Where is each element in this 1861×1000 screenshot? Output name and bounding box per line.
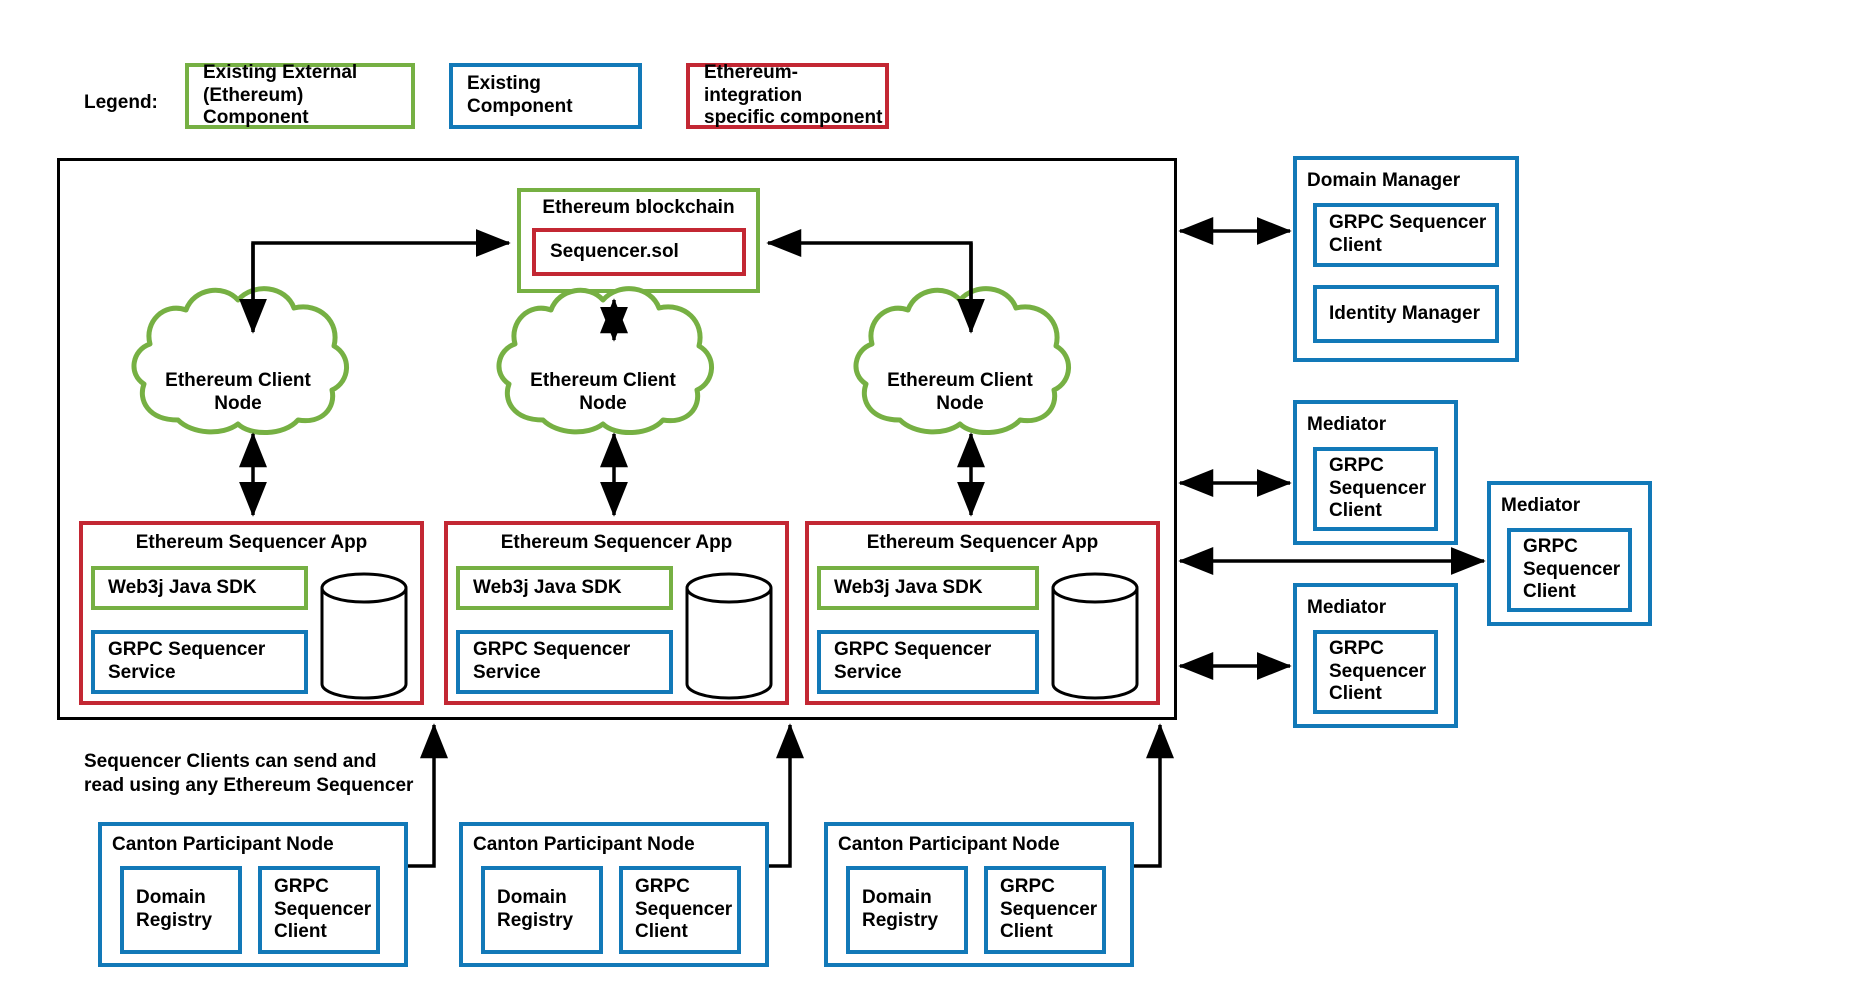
legend-existing-external-box: Existing External (Ethereum) Component	[185, 61, 415, 129]
grpc-sequencer-service-3: GRPC Sequencer Service	[817, 630, 1039, 694]
legend-ethereum-specific-box: Ethereum-integration specific component	[686, 61, 889, 129]
mediator-grpc-client-1: GRPC Sequencer Client	[1313, 447, 1438, 531]
identity-manager-label: Identity Manager	[1329, 302, 1480, 324]
mediator-title-1: Mediator	[1307, 414, 1387, 435]
mediator-title-2: Mediator	[1501, 495, 1581, 516]
domain-manager-title: Domain Manager	[1307, 170, 1461, 191]
sequencer-clients-caption: Sequencer Clients can send and read usin…	[84, 751, 414, 796]
mediator-grpc-client-3: GRPC Sequencer Client	[1313, 630, 1438, 714]
grpc-sequencer-service-3-label: GRPC Sequencer Service	[834, 639, 992, 683]
ethereum-sequencer-app-1-title: Ethereum Sequencer App	[135, 531, 368, 553]
ethereum-blockchain-title: Ethereum blockchain	[542, 196, 735, 218]
web3j-java-sdk-2: Web3j Java SDK	[456, 566, 673, 610]
domain-registry-2: Domain Registry	[481, 866, 603, 954]
ethereum-sequencer-app-3-title: Ethereum Sequencer App	[866, 531, 1099, 553]
legend-existing-component-box: Existing Component	[449, 63, 642, 129]
mediator-grpc-client-1-label: GRPC Sequencer Client	[1329, 454, 1427, 522]
canton-participant-node-2-title: Canton Participant Node	[473, 834, 695, 855]
domain-manager-grpc-client-label: GRPC Sequencer Client	[1329, 212, 1487, 256]
canton-participant-node-3-title: Canton Participant Node	[838, 834, 1060, 855]
domain-registry-2-label: Domain Registry	[497, 887, 574, 931]
grpc-sequencer-service-1: GRPC Sequencer Service	[91, 630, 308, 694]
legend-label: Legend:	[84, 92, 158, 113]
domain-manager-grpc-client: GRPC Sequencer Client	[1313, 203, 1499, 267]
participant-grpc-client-1-label: GRPC Sequencer Client	[274, 875, 372, 943]
domain-registry-1-label: Domain Registry	[136, 887, 213, 931]
mediator-grpc-client-2-label: GRPC Sequencer Client	[1523, 535, 1621, 603]
web3j-java-sdk-3-label: Web3j Java SDK	[834, 576, 983, 598]
mediator-title-3: Mediator	[1307, 597, 1387, 618]
domain-registry-1: Domain Registry	[120, 866, 242, 954]
canton-participant-node-1-title: Canton Participant Node	[112, 834, 334, 855]
identity-manager-box: Identity Manager	[1313, 285, 1499, 343]
participant-grpc-client-2-label: GRPC Sequencer Client	[635, 875, 733, 943]
mediator-grpc-client-2: GRPC Sequencer Client	[1507, 528, 1632, 612]
web3j-java-sdk-2-label: Web3j Java SDK	[473, 576, 622, 598]
domain-registry-3: Domain Registry	[846, 866, 968, 954]
participant-grpc-client-3-label: GRPC Sequencer Client	[1000, 875, 1098, 943]
connector-participant2-to-container	[769, 723, 804, 868]
web3j-java-sdk-3: Web3j Java SDK	[817, 566, 1039, 610]
web3j-java-sdk-1-label: Web3j Java SDK	[108, 576, 257, 598]
domain-registry-3-label: Domain Registry	[862, 887, 939, 931]
web3j-java-sdk-1: Web3j Java SDK	[91, 566, 308, 610]
grpc-sequencer-service-2-label: GRPC Sequencer Service	[473, 639, 631, 683]
participant-grpc-client-2: GRPC Sequencer Client	[619, 866, 741, 954]
legend-ethereum-specific-label: Ethereum-integration specific component	[704, 61, 883, 129]
connector-participant3-to-container	[1134, 723, 1174, 868]
grpc-sequencer-service-2: GRPC Sequencer Service	[456, 630, 673, 694]
legend-existing-component-label: Existing Component	[467, 73, 573, 117]
sequencer-sol-box: Sequencer.sol	[532, 228, 746, 276]
sequencer-sol-label: Sequencer.sol	[550, 240, 679, 262]
participant-grpc-client-3: GRPC Sequencer Client	[984, 866, 1106, 954]
ethereum-sequencer-app-2-title: Ethereum Sequencer App	[500, 531, 733, 553]
mediator-grpc-client-3-label: GRPC Sequencer Client	[1329, 637, 1427, 705]
legend-existing-external-label: Existing External (Ethereum) Component	[203, 61, 358, 129]
participant-grpc-client-1: GRPC Sequencer Client	[258, 866, 380, 954]
grpc-sequencer-service-1-label: GRPC Sequencer Service	[108, 639, 266, 683]
